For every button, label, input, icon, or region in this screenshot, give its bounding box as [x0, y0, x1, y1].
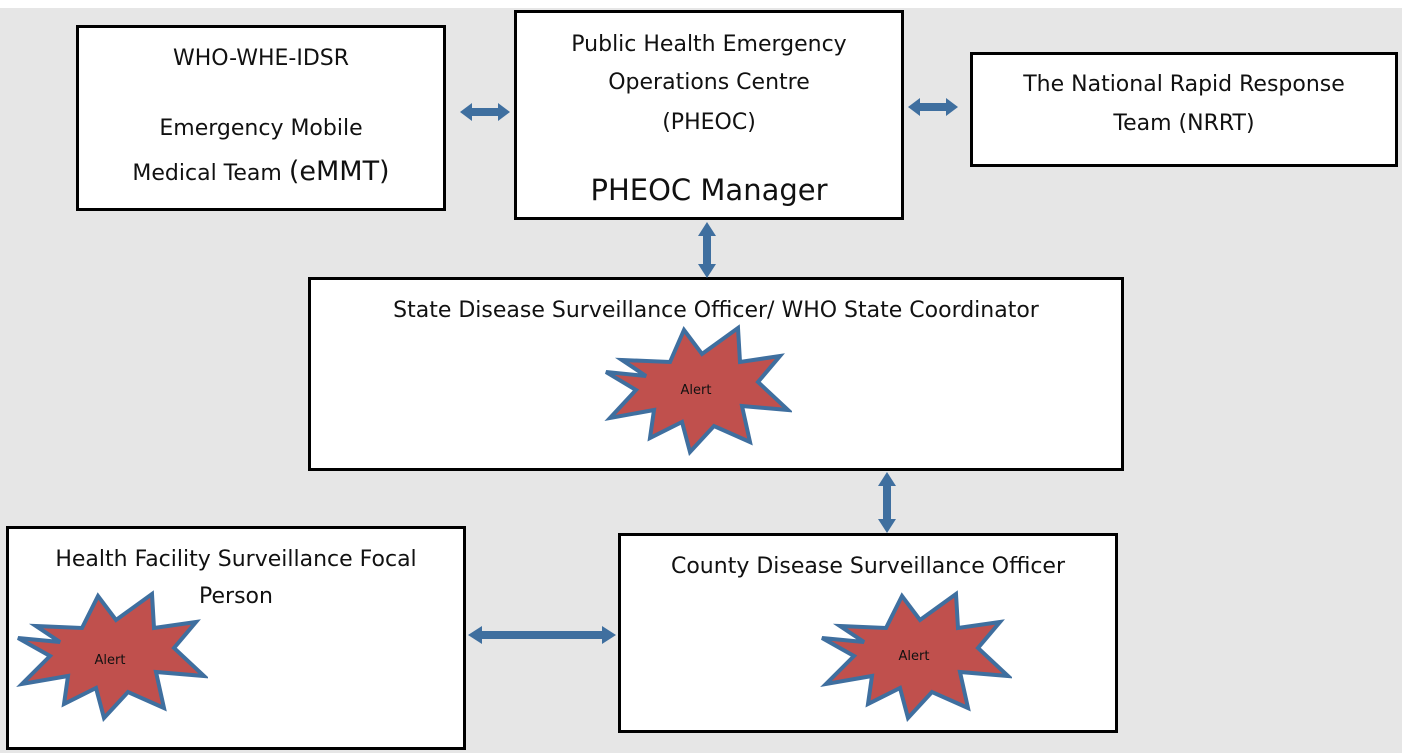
nrrt-box: The National Rapid Response Team (NRRT) — [970, 52, 1398, 167]
arrow-pheoc-state — [698, 222, 716, 278]
health-facility-line2: Person — [199, 584, 273, 609]
state-officer-title: State Disease Surveillance Officer/ WHO … — [393, 298, 1039, 323]
emmt-line1: Emergency Mobile — [159, 116, 363, 141]
alert-star-shape — [604, 324, 792, 456]
nrrt-line1: The National Rapid Response — [1023, 72, 1345, 97]
arrow-state-county — [878, 472, 896, 533]
pheoc-line3: (PHEOC) — [662, 110, 756, 135]
pheoc-line1: Public Health Emergency — [571, 32, 847, 57]
alert-star-shape — [820, 590, 1012, 722]
county-officer-title: County Disease Surveillance Officer — [670, 554, 1066, 579]
pheoc-box: Public Health Emergency Operations Centr… — [514, 10, 904, 220]
nrrt-line2: Team (NRRT) — [1113, 111, 1255, 136]
health-facility-alert-label: Alert — [95, 653, 126, 668]
emmt-line2: Medical Team (eMMT) — [79, 156, 443, 187]
arrow-facility-county — [468, 626, 616, 644]
emmt-line2-b: (eMMT) — [288, 156, 390, 187]
health-facility-alert-burst: Alert — [16, 590, 208, 722]
emmt-line2-a: Medical Team — [132, 161, 289, 186]
who-emmt-box: WHO-WHE-IDSR Emergency Mobile Medical Te… — [76, 25, 446, 211]
arrow-who-pheoc — [460, 103, 510, 121]
state-alert-label: Alert — [681, 383, 712, 398]
county-alert-label: Alert — [899, 649, 930, 664]
county-alert-burst: Alert — [820, 590, 1012, 722]
health-facility-line1: Health Facility Surveillance Focal — [55, 547, 417, 572]
who-idsr-label: WHO-WHE-IDSR — [172, 46, 350, 71]
pheoc-line2: Operations Centre — [608, 70, 810, 95]
state-alert-burst: Alert — [604, 324, 792, 456]
arrow-pheoc-nrrt — [908, 98, 958, 116]
alert-star-shape — [16, 590, 208, 722]
pheoc-manager: PHEOC Manager — [590, 173, 828, 207]
